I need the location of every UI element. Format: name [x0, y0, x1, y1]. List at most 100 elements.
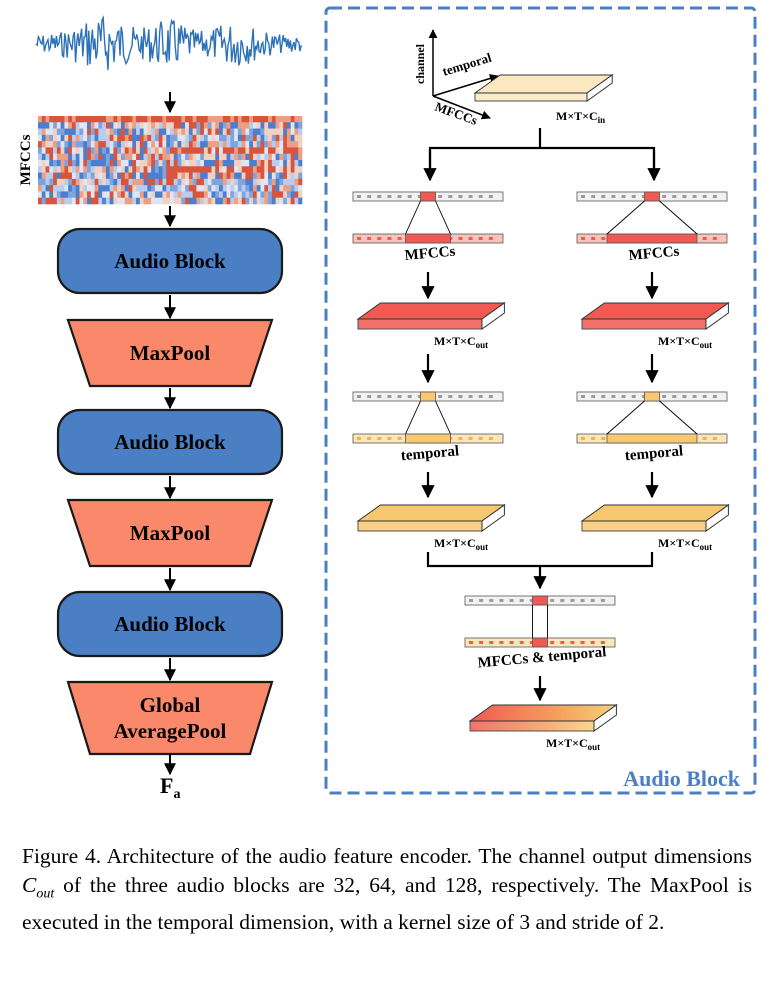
spectrogram-cell	[79, 153, 84, 161]
spectrogram-cell	[102, 166, 107, 173]
axis-label-mfcc: MFCCs	[433, 99, 480, 128]
spectrogram-cell	[226, 147, 231, 155]
spectrogram-cell	[38, 160, 43, 167]
spectrogram-cell	[256, 122, 261, 129]
spectrogram-cell	[68, 160, 73, 167]
spectrogram-cell	[241, 153, 246, 161]
spectrogram-cell	[215, 122, 220, 129]
spectrogram-cell	[139, 197, 144, 205]
spectrogram-cell	[109, 141, 114, 148]
spectrogram-cell	[105, 116, 110, 123]
spectrogram-cell	[260, 172, 265, 180]
spectrogram-cell	[64, 122, 69, 129]
spectrogram-cell	[286, 185, 291, 192]
spectrogram-cell	[271, 134, 276, 142]
spectrogram-cell	[41, 178, 46, 186]
spectrogram-cell	[290, 141, 295, 148]
spectrogram-cell	[294, 141, 299, 148]
spectrogram-cell	[207, 116, 212, 123]
spectrogram-cell	[120, 134, 126, 142]
spectrogram-cell	[147, 128, 152, 136]
spectrogram-cell	[128, 147, 133, 155]
spectrogram-cell	[87, 116, 92, 123]
spectrogram-cell	[264, 178, 269, 186]
spectrogram-cell	[151, 172, 156, 180]
spectrogram-cell	[90, 166, 95, 173]
spectrogram-cell	[38, 191, 43, 199]
spectrogram-cell	[211, 160, 216, 167]
spectrogram-cell	[256, 147, 261, 155]
spectrogram-cell	[177, 197, 182, 205]
spectrogram-cell	[260, 128, 265, 136]
spectrogram-cell	[271, 185, 276, 192]
spectrogram-cell	[298, 178, 303, 186]
spectrogram-cell	[188, 147, 193, 155]
spectrogram-cell	[38, 185, 43, 192]
spectrogram-cell	[151, 128, 156, 136]
spectrogram-cell	[109, 166, 114, 173]
spectrogram-cell	[60, 160, 65, 167]
spectrogram-cell	[136, 191, 141, 199]
spectrogram-cell	[117, 191, 122, 199]
spectrogram-cell	[64, 185, 69, 192]
spectrogram-cell	[203, 128, 209, 136]
spectrogram-cell	[113, 185, 118, 192]
spectrogram-cell	[230, 134, 235, 142]
spectrogram-cell	[162, 134, 167, 142]
spectrogram-cell	[196, 166, 201, 173]
spectrogram-cell	[260, 166, 265, 173]
spectrogram-cell	[128, 178, 133, 186]
spectrogram-cell	[98, 141, 103, 148]
spectrogram-cell	[237, 197, 242, 205]
spectrogram-cell	[192, 116, 197, 123]
spectrogram-cell	[173, 128, 178, 136]
spectrogram-cell	[98, 134, 103, 142]
spectrogram-cell	[185, 191, 190, 199]
spectrogram-cell	[139, 172, 144, 180]
output-feature-strip	[576, 233, 728, 244]
spectrogram-cell	[143, 172, 148, 180]
spectrogram-cell	[128, 160, 133, 167]
spectrogram-cell	[139, 166, 144, 173]
temporal-conv-output-tensor	[580, 504, 730, 532]
spectrogram-cell	[102, 185, 107, 192]
spectrogram-cell	[200, 160, 205, 167]
spectrogram-cell	[203, 147, 209, 155]
spectrogram-cell	[124, 153, 129, 161]
spectrogram-cell	[268, 197, 273, 205]
spectrogram-cell	[162, 128, 167, 136]
spectrogram-cell	[298, 197, 303, 205]
spectrogram-cell	[49, 178, 54, 186]
spectrogram-cell	[245, 147, 250, 155]
spectrogram-cell	[124, 147, 129, 155]
spectrogram-cell	[192, 141, 197, 148]
spectrogram-cell	[188, 160, 193, 167]
spectrogram-cell	[53, 128, 58, 136]
spectrogram-cell	[294, 178, 299, 186]
spectrogram-cell	[211, 191, 216, 199]
spectrogram-cell	[271, 116, 276, 123]
spectrogram-cell	[230, 191, 235, 199]
spectrogram-cell	[260, 147, 265, 155]
spectrogram-cell	[158, 185, 163, 192]
spectrogram-cell	[60, 147, 65, 155]
spectrogram-cell	[128, 166, 133, 173]
spectrogram-cell	[279, 191, 284, 199]
spectrogram-cell	[234, 185, 239, 192]
spectrogram-cell	[87, 191, 92, 199]
spectrogram-cell	[192, 185, 197, 192]
spectrogram-cell	[226, 153, 231, 161]
spectrogram-cell	[249, 116, 254, 123]
spectrogram-cell	[166, 147, 171, 155]
spectrogram-cell	[75, 134, 80, 142]
spectrogram-cell	[132, 134, 137, 142]
spectrogram-cell	[94, 172, 99, 180]
spectrogram-cell	[177, 141, 182, 148]
spectrogram-cell	[241, 147, 246, 155]
spectrogram-cell	[151, 116, 156, 123]
block-label: Global	[140, 693, 201, 717]
spectrogram-cell	[245, 185, 250, 192]
spectrogram-cell	[170, 128, 175, 136]
spectrogram-cell	[271, 141, 276, 148]
spectrogram-cell	[275, 178, 280, 186]
